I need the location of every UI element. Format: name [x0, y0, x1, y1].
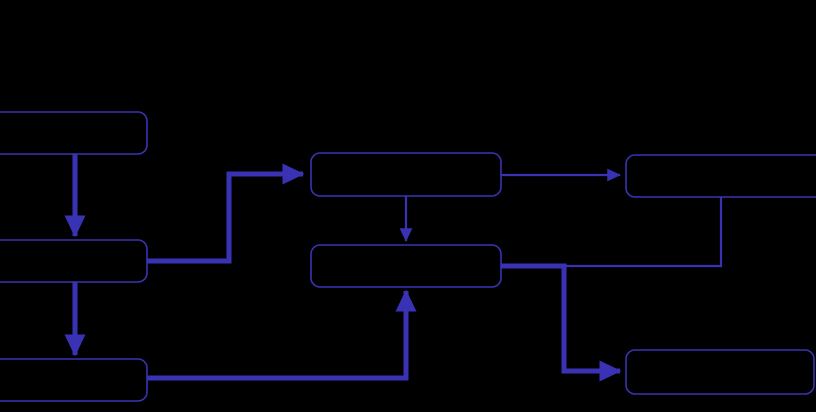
edge-center-bottom-to-right-top [501, 197, 723, 268]
node-left-middle-box[interactable] [0, 239, 148, 283]
edges-layer [64, 154, 723, 382]
edge-center-bottom-to-right-bottom [501, 263, 622, 382]
edge-left-bottom-to-center-bottom [147, 289, 417, 381]
edge-left-middle-to-center-top [147, 163, 305, 264]
node-right-top[interactable] [625, 154, 816, 198]
node-left-bottom[interactable] [0, 358, 148, 402]
node-left-middle[interactable] [0, 239, 148, 283]
node-center-bottom-box[interactable] [310, 244, 502, 288]
node-center-bottom[interactable] [310, 244, 502, 288]
node-left-top[interactable] [0, 111, 148, 155]
nodes-layer [0, 111, 816, 402]
node-left-top-box[interactable] [0, 111, 148, 155]
node-right-bottom-box[interactable] [625, 349, 815, 395]
node-right-top-box[interactable] [625, 154, 816, 198]
node-center-top[interactable] [310, 152, 502, 197]
node-right-bottom[interactable] [625, 349, 815, 395]
node-center-top-box[interactable] [310, 152, 502, 197]
node-left-bottom-box[interactable] [0, 358, 148, 402]
